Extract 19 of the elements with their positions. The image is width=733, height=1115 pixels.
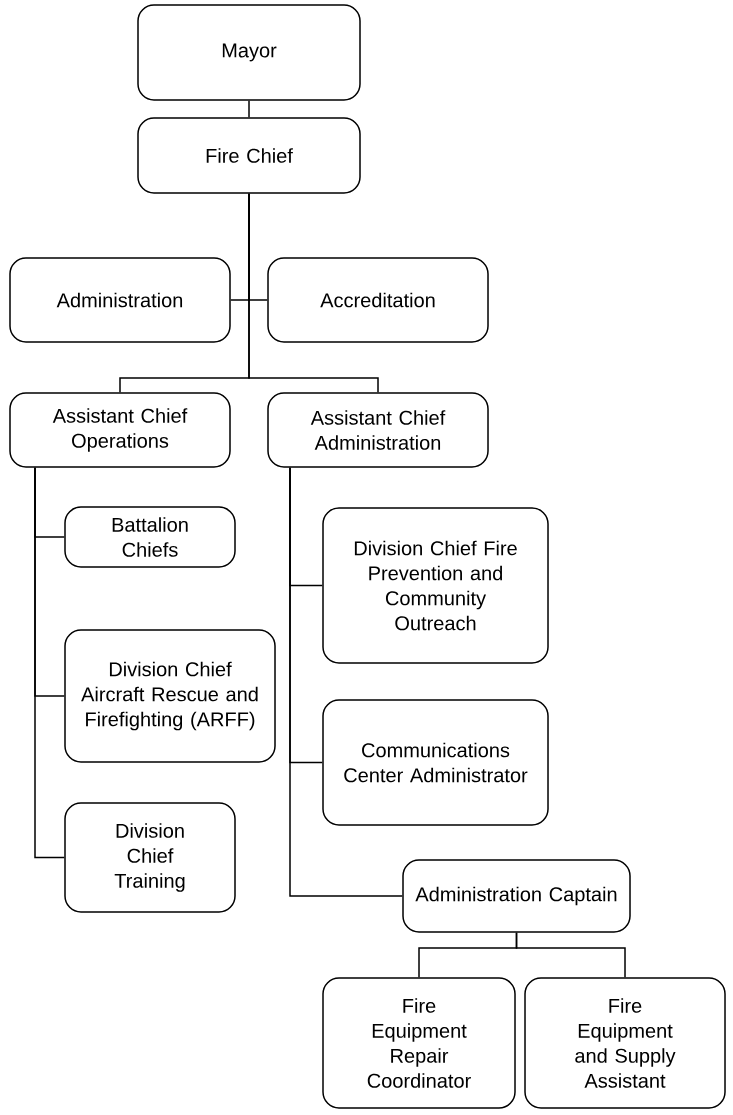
org-box: Fire Equipment and Supply Assistant	[524, 977, 726, 1109]
org-box: Division Chief Fire Prevention and Community Outreach	[322, 507, 549, 664]
connector-line	[515, 932, 626, 978]
org-box: Communications Center Administrator	[322, 699, 549, 826]
connector-line	[289, 467, 403, 897]
org-box: Accreditation	[267, 257, 489, 343]
org-box: Fire Chief	[137, 117, 361, 194]
org-box: Administration Captain	[402, 859, 631, 933]
connector-line	[248, 100, 250, 118]
org-box: Fire Equipment Repair Coordinator	[322, 977, 516, 1109]
connector-line	[34, 467, 65, 859]
org-box: Mayor	[137, 4, 361, 101]
org-box: Division Chief Aircraft Rescue and Firefighting (ARFF)	[64, 629, 276, 763]
org-box: Administration	[9, 257, 231, 343]
org-box: Assistant Chief Administration	[267, 392, 489, 468]
org-box: Division Chief Training	[64, 802, 236, 913]
org-box: Battalion Chiefs	[64, 506, 236, 568]
connector-line	[248, 193, 379, 393]
org-box: Assistant Chief Operations	[9, 392, 231, 468]
